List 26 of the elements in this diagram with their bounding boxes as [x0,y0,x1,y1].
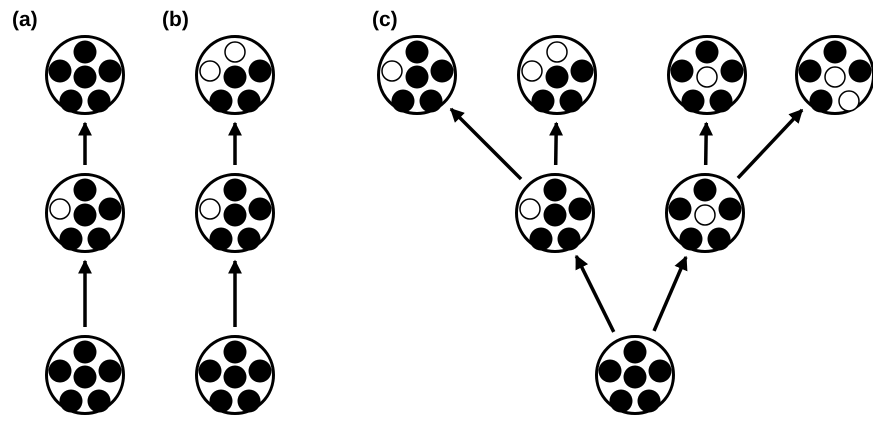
arrow [574,254,616,333]
panel-label: (b) [162,8,189,32]
dot-circle-drawing [665,33,749,117]
arrow [652,256,688,332]
dot-circle-drawing [513,171,597,255]
dot-circle-drawing [193,333,277,417]
arrow [549,122,564,166]
dot-circle-drawing [193,33,277,117]
arrow [228,260,242,327]
arrow [450,108,522,180]
arrow [78,122,92,165]
dot-circle-drawing [43,333,127,417]
dot-circle-drawing [593,333,677,417]
dot-circle-drawing [375,33,459,117]
arrow [736,108,804,180]
panel-label: (c) [372,8,398,32]
panel-label: (a) [12,8,38,32]
dot-circle-drawing [515,33,599,117]
dot-circle-drawing [43,33,127,117]
dot-circle-drawing [43,171,127,255]
arrow [699,122,714,166]
arrow [228,122,242,165]
dot-circle-drawing [663,171,747,255]
dot-circle-drawing [793,33,873,117]
arrow [78,260,92,327]
dot-circle-drawing [193,171,277,255]
